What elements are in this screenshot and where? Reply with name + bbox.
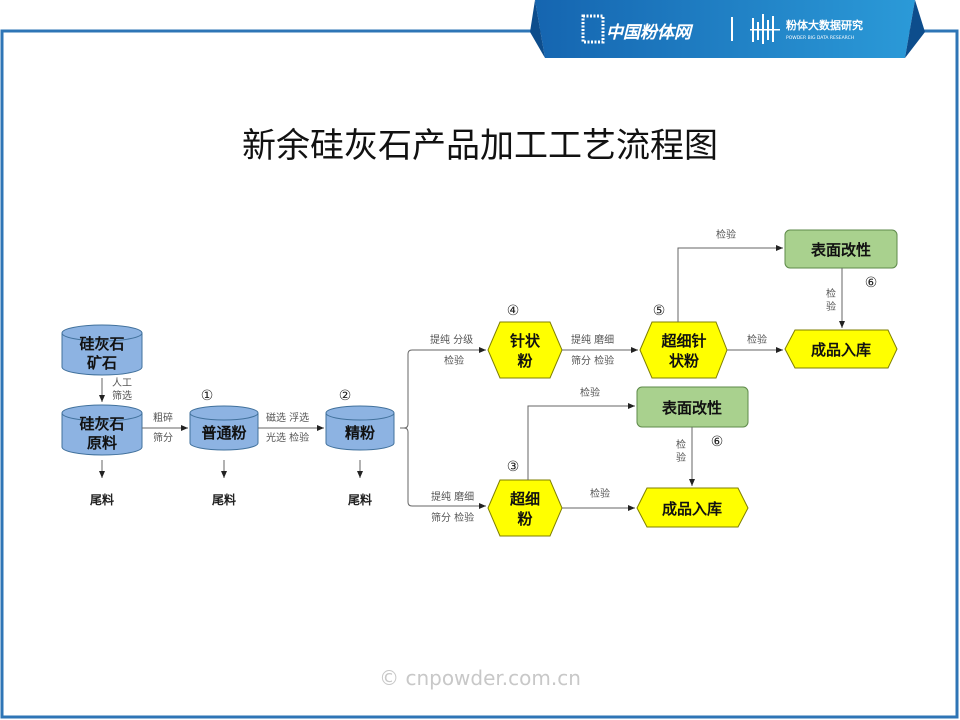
node-storage-top: 成品入库 <box>784 329 898 369</box>
diagram-label: 针状 <box>510 332 541 350</box>
diagram-label: 检验 <box>747 333 767 346</box>
cnpowder-logo-icon <box>581 14 605 44</box>
marker-3: ③ <box>507 459 520 475</box>
diagram-label: 检验 <box>716 228 736 241</box>
connector-arrow <box>189 413 259 451</box>
diagram-label: 尾料 <box>90 492 114 507</box>
diagram-label: 尾料 <box>212 492 236 507</box>
diagram-label: 提纯 分级 <box>430 333 473 346</box>
diagram-label: 筛分 检验 <box>431 511 474 524</box>
node-fine-powder: 精粉 <box>325 405 395 451</box>
diagram-label: 成品入库 <box>662 500 722 518</box>
diagram-label: 表面改性 <box>811 241 871 259</box>
marker-4: ④ <box>507 303 520 319</box>
diagram-label: 精粉 <box>345 424 375 442</box>
diagram-label: 验 <box>676 451 686 464</box>
connector-arrow <box>677 245 783 322</box>
node-raw: 硅灰石 原料 <box>61 404 143 456</box>
marker-5: ⑤ <box>653 303 666 319</box>
diagram-label: 原料 <box>87 434 117 452</box>
diagram-label: 检验 <box>580 386 600 399</box>
diagram-label: 表面改性 <box>662 399 722 417</box>
marker-6: ⑥ <box>711 434 724 450</box>
diagram-label: 尾料 <box>348 492 372 507</box>
diagram-label: 检验 <box>590 487 610 500</box>
node-needle-powder: 针状 粉 <box>487 321 563 379</box>
diagram-label: 磁选 浮选 <box>266 411 309 424</box>
connector-arrow <box>325 413 395 451</box>
connector-arrow <box>403 427 409 433</box>
marker-6: ⑥ <box>865 275 878 291</box>
research-logo-icon <box>750 14 780 44</box>
connector-arrow <box>61 333 143 376</box>
diagram-label: 硅灰石 <box>79 335 124 353</box>
diagram-label: 检 <box>826 287 836 300</box>
slide-frame <box>0 29 959 719</box>
diagram-label: 超细针 <box>660 332 706 350</box>
marker-2: ② <box>339 388 352 404</box>
label-manual: 人工 <box>112 377 132 389</box>
node-surface-mod-bottom: 表面改性 <box>636 386 749 428</box>
diagram-label: 成品入库 <box>811 341 871 359</box>
watermark: © cnpowder.com.cn <box>379 666 581 690</box>
label-screen: 筛选 <box>112 389 132 402</box>
diagram-label: 粗碎 <box>153 411 173 424</box>
node-surface-mod-top: 表面改性 <box>784 229 898 269</box>
marker-1: ① <box>201 388 214 404</box>
connector-arrow <box>527 403 635 480</box>
node-ultrafine-needle-powder: 超细针 状粉 <box>639 321 728 379</box>
node-ore: 硅灰石 矿石 <box>61 324 143 376</box>
diagram-label: 状粉 <box>669 352 699 370</box>
diagram-label: 超细 <box>509 490 540 508</box>
diagram-label: 硅灰石 <box>79 415 124 433</box>
node-storage-bottom: 成品入库 <box>636 487 749 528</box>
brand-banner: 中国粉体网 粉体大数据研究 POWDER BIG DATA RESEARCH <box>530 0 925 58</box>
research-name-en: POWDER BIG DATA RESEARCH <box>786 35 854 41</box>
diagram-label: 粉 <box>517 352 532 370</box>
node-common-powder: 普通粉 <box>189 405 259 451</box>
connector-arrow <box>61 413 143 456</box>
diagram-label: 验 <box>826 300 836 313</box>
page-title: 新余硅灰石产品加工工艺流程图 <box>242 126 718 166</box>
diagram-label: 粉 <box>517 510 532 528</box>
diagram-label: 光选 检验 <box>266 431 309 444</box>
diagram-label: 检 <box>676 438 686 451</box>
diagram-label: 提纯 磨细 <box>571 333 614 346</box>
research-name: 粉体大数据研究 <box>786 18 863 32</box>
brand-name: 中国粉体网 <box>606 23 694 43</box>
diagram-label: 筛分 检验 <box>571 354 614 367</box>
diagram-label: 普通粉 <box>201 424 246 442</box>
node-ultrafine-powder: 超细 粉 <box>487 479 563 537</box>
diagram-label: 矿石 <box>87 354 117 372</box>
diagram-label: 检验 <box>444 354 464 367</box>
diagram-label: 提纯 磨细 <box>431 490 474 503</box>
diagram-label: 筛分 <box>153 431 173 444</box>
tailings: 尾料 尾料 尾料 <box>90 460 372 507</box>
